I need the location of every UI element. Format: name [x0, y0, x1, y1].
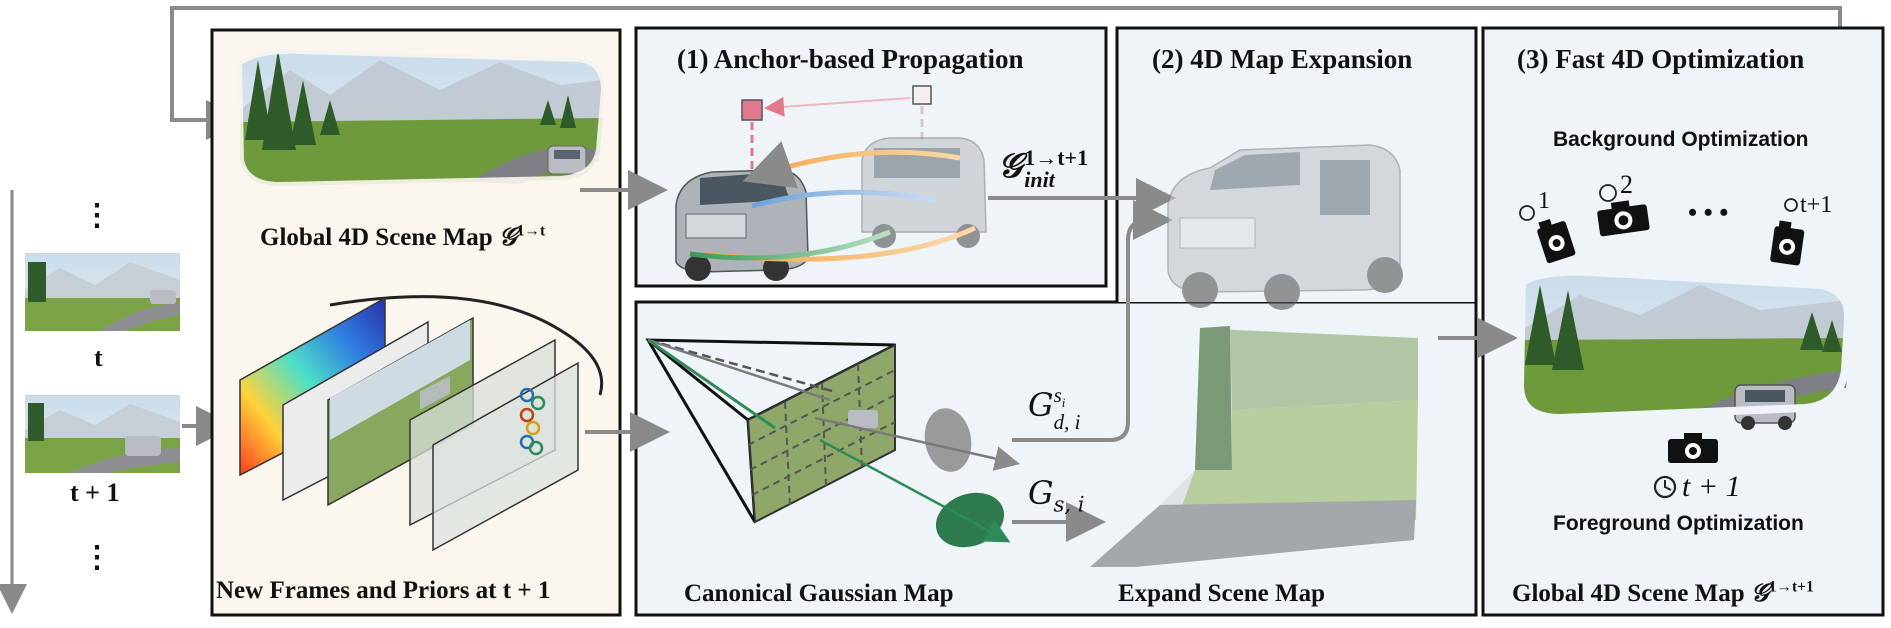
frame-label-t1: t + 1 [70, 478, 120, 507]
clock-icon [1519, 205, 1535, 221]
canonical-gaussian-graphic [645, 338, 1020, 548]
camera-ellipsis: • • • [1688, 198, 1729, 227]
car-t [675, 169, 809, 281]
frame-thumbnail-t1 [25, 395, 180, 473]
camera-label-2: 2 [1620, 170, 1633, 199]
dynamic-gaussian [924, 408, 972, 472]
camera-icon [1537, 218, 1576, 264]
feedback-loop-arrow [170, 6, 1842, 140]
static-gaussian-label: Gs, i [1028, 474, 1085, 517]
clock-icon [1653, 475, 1677, 499]
priors-stack [239, 295, 604, 552]
global-map-caption: Global 4D Scene Map 𝒢1→t [260, 222, 546, 251]
background-cameras [1519, 184, 1805, 266]
anchor-panel-title: (1) Anchor-based Propagation [677, 44, 1024, 74]
clock-icon [1599, 184, 1617, 202]
optimized-global-map [1515, 267, 1853, 430]
foreground-time-label: t + 1 [1682, 470, 1741, 503]
clock-icon [1784, 198, 1798, 212]
anchor-propagation-graphic [675, 85, 987, 281]
optimization-panel-title: (3) Fast 4D Optimization [1517, 44, 1805, 74]
foreground-camera-icon [1668, 433, 1718, 463]
camera-icon [1770, 220, 1805, 266]
expanded-car [1167, 144, 1403, 310]
expanded-scene-map [1090, 326, 1418, 567]
global-scene-map-image [233, 45, 610, 191]
foreground-optimization-label: Foreground Optimization [1553, 512, 1804, 535]
frames-dots-top: ⋮ [82, 199, 112, 232]
new-frames-caption: New Frames and Priors at t + 1 [216, 577, 551, 604]
expansion-panel-title: (2) 4D Map Expansion [1152, 44, 1413, 74]
background-optimization-label: Background Optimization [1553, 128, 1809, 151]
frames-dots-bottom: ⋮ [82, 541, 112, 574]
frame-label-t: t [94, 343, 103, 372]
anchor-t1 [912, 85, 932, 105]
frame-thumbnail-t [25, 253, 180, 331]
expand-scene-caption: Expand Scene Map [1118, 580, 1325, 607]
anchor-t [741, 99, 763, 121]
camera-label-last: t+1 [1800, 192, 1833, 218]
dynamic-to-expansion-arrow [1012, 200, 1173, 442]
car-t1 [861, 137, 987, 248]
final-global-map-caption: Global 4D Scene Map 𝒢1→t+1 [1512, 578, 1814, 607]
camera-label-1: 1 [1538, 188, 1550, 214]
frame-column [0, 190, 236, 614]
expansion-panel [1115, 26, 1478, 302]
camera-icon [1597, 200, 1650, 237]
canonical-caption: Canonical Gaussian Map [684, 580, 954, 607]
